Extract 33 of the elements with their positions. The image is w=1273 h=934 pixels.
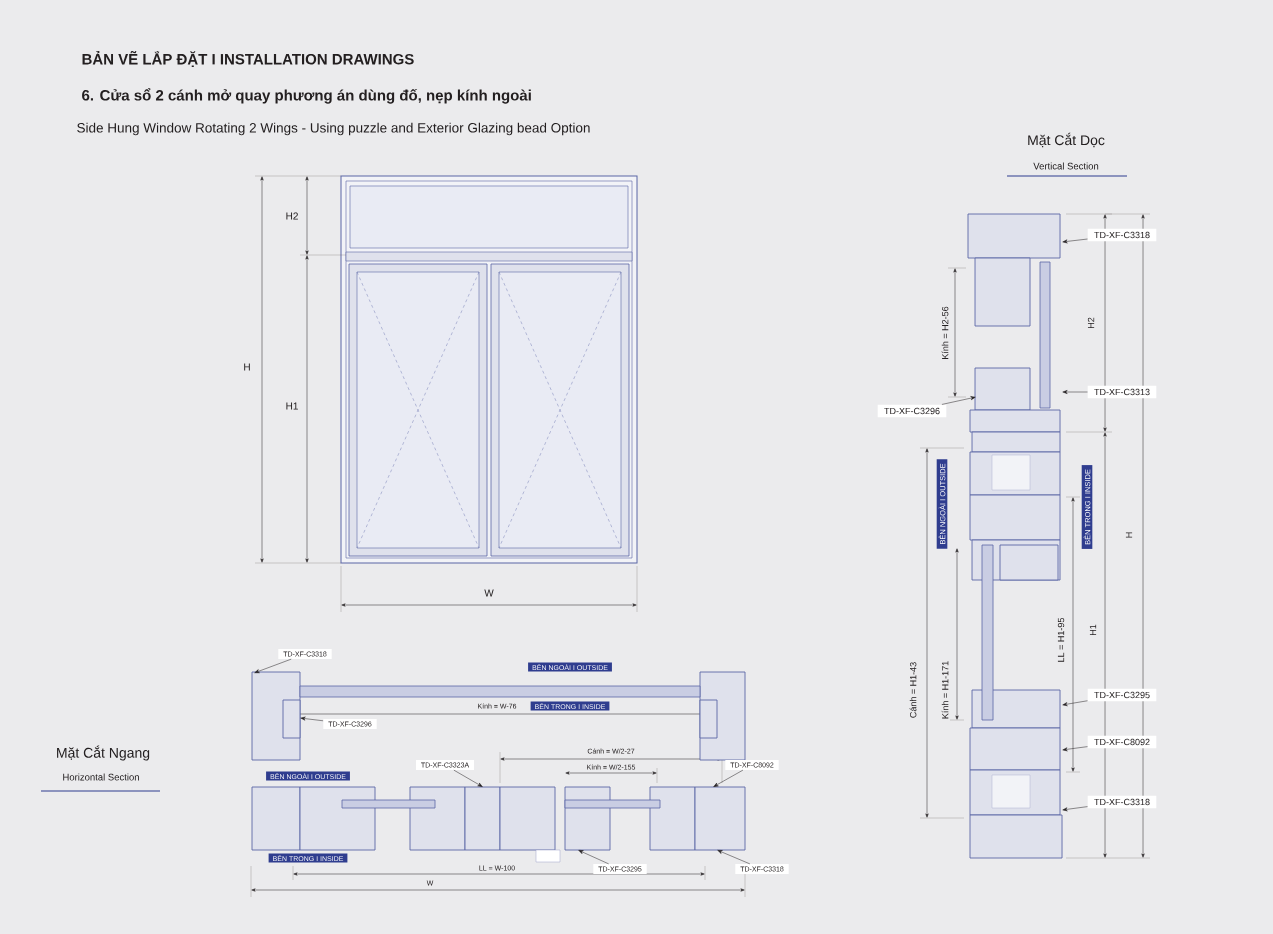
dimension-label: H2 <box>284 211 300 221</box>
leader-line <box>254 658 292 674</box>
dimension-label: LL = H1-95 <box>1056 616 1066 664</box>
dimension-label: Cánh = H1-43 <box>908 660 918 720</box>
leader-line <box>1062 806 1088 812</box>
leader-line <box>941 396 976 405</box>
leader-line <box>717 850 751 865</box>
leader-line <box>1062 238 1088 244</box>
dimension-label: H2 <box>1086 315 1096 331</box>
dimension-label: H <box>241 362 253 372</box>
leader-line <box>453 769 483 787</box>
dimension-label: W <box>482 588 496 598</box>
leader-line <box>300 716 324 722</box>
horizontal-section-drawing <box>251 671 746 761</box>
section-subtitle: Vertical Section <box>1033 162 1099 170</box>
subtitle: Side Hung Window Rotating 2 Wings - Using puzzle and Exterior Glazing bead Option <box>77 122 590 136</box>
section-subtitle: Horizontal Section <box>63 773 139 781</box>
subtitle: 6. Cửa sổ 2 cánh mở quay phương án dùng đố, nẹp kính ngoài <box>82 88 531 104</box>
section-title: Mặt Cắt Ngang <box>57 745 150 761</box>
dimension-label: H1 <box>1088 622 1098 638</box>
leader-line <box>578 850 609 865</box>
leader-line <box>1062 746 1088 752</box>
leader-line <box>1062 700 1088 707</box>
section-title: Mặt Cắt Dọc <box>1028 132 1105 148</box>
title: BẢN VẼ LẮP ĐẶT I INSTALLATION DRAWINGS <box>82 50 414 68</box>
dimension-label: H1 <box>284 401 300 411</box>
leader-line <box>713 769 744 787</box>
dimension-label: Kính = H2-56 <box>940 304 950 362</box>
leader-line <box>1062 390 1088 394</box>
dimension-label: Kính = H1-171 <box>940 659 950 721</box>
vertical-section-drawing <box>967 213 1063 859</box>
dimension-label: H <box>1124 530 1134 540</box>
horizontal-section-drawing <box>251 786 746 863</box>
